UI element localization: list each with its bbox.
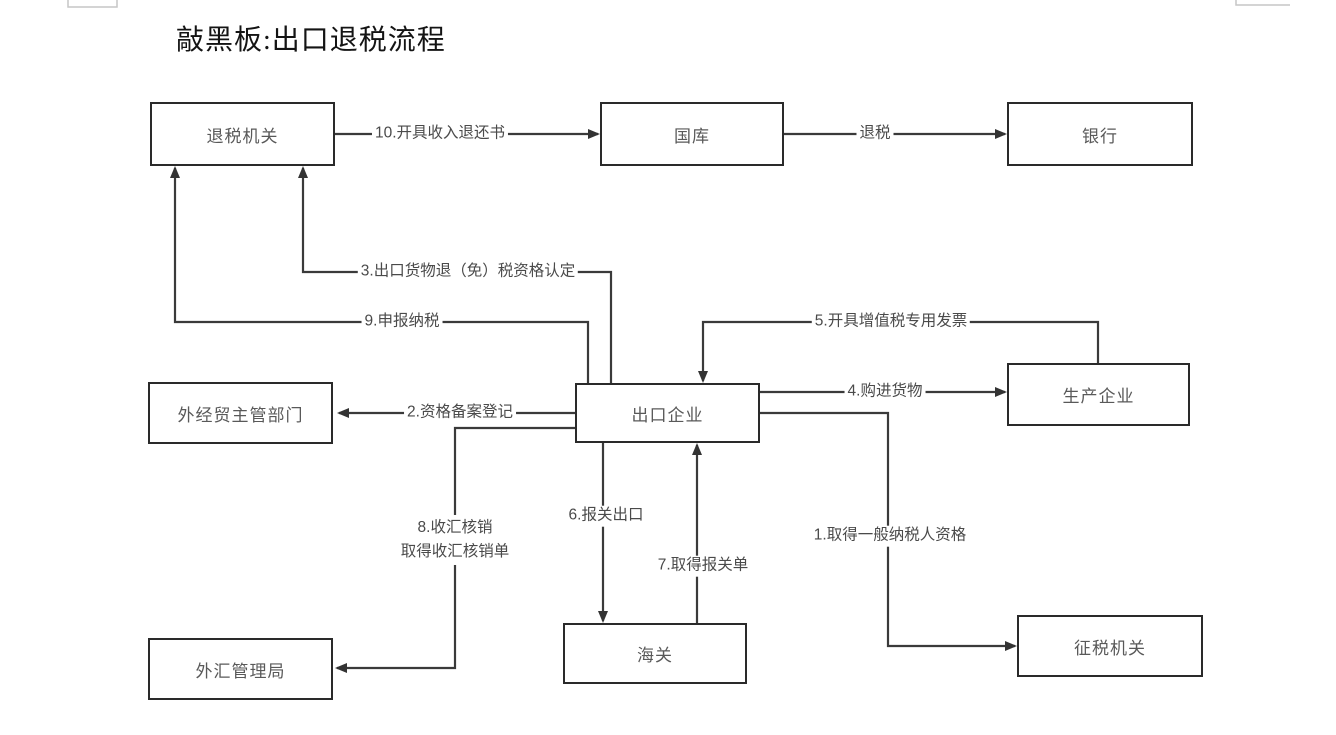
node-foreign-trade-dept: 外经贸主管部门: [148, 382, 333, 444]
node-label: 生产企业: [1062, 387, 1135, 406]
node-label: 外经贸主管部门: [177, 405, 304, 425]
page-edge-artifact-right: [1235, 0, 1290, 6]
edge-label-step3: 3.出口货物退（免）税资格认定: [357, 261, 579, 283]
node-tax-collection-authority: 征税机关: [1017, 615, 1203, 677]
node-label: 征税机关: [1074, 638, 1146, 658]
node-label: 海关: [637, 646, 673, 665]
edge-label-step7: 7.取得报关单: [654, 555, 752, 577]
page-title: 敲黑板:出口退税流程: [176, 25, 446, 56]
edge-label-step5: 5.开具增值税专用发票: [811, 311, 971, 333]
edge-label-step4: 4.购进货物: [844, 381, 926, 403]
node-tax-refund-authority: 退税机关: [150, 102, 335, 166]
edge-label-step6: 6.报关出口: [565, 505, 647, 527]
node-customs: 海关: [563, 623, 747, 684]
node-label: 国库: [674, 126, 710, 146]
edge-label-step8-line2: 取得收汇核销单: [400, 543, 510, 560]
page-edge-artifact-left: [67, 0, 118, 8]
node-treasury: 国库: [600, 102, 784, 166]
node-label: 退税机关: [206, 126, 279, 146]
node-production-enterprise: 生产企业: [1007, 363, 1190, 426]
node-label: 出口企业: [631, 405, 704, 425]
node-label: 银行: [1082, 126, 1118, 146]
edge-label-step8-line1: 8.收汇核销: [417, 518, 493, 536]
node-export-enterprise: 出口企业: [575, 383, 760, 443]
edge-label-step9: 9.申报纳税: [361, 311, 443, 333]
edge-label-step2: 2.资格备案登记: [404, 402, 516, 424]
node-forex-administration: 外汇管理局: [148, 638, 333, 700]
edge-label-step1: 1.取得一般纳税人资格: [810, 525, 970, 547]
edge-label-step8: 8.收汇核销 取得收汇核销单: [397, 514, 513, 566]
node-label: 外汇管理局: [195, 661, 286, 681]
node-bank: 银行: [1007, 102, 1193, 166]
edge-label-refund: 退税: [856, 123, 894, 145]
edge-label-step10: 10.开具收入退还书: [371, 123, 509, 145]
